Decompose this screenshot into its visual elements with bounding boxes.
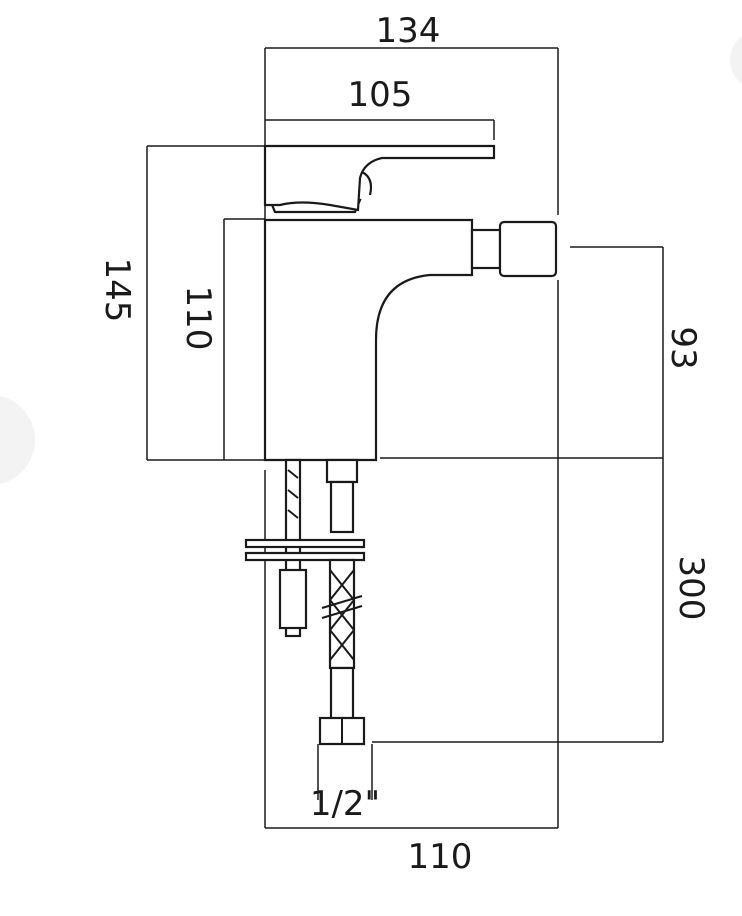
dimension-lever-width: 105 bbox=[265, 75, 495, 140]
dimension-spout-height: 93 bbox=[570, 246, 703, 458]
dimension-thread-size-label: 1/2" bbox=[310, 784, 380, 824]
dimension-spout-height-label: 93 bbox=[663, 326, 703, 369]
tap-body bbox=[263, 218, 474, 462]
mounting-washers bbox=[244, 538, 366, 562]
dimension-body-height-label: 110 bbox=[178, 286, 218, 351]
spout-aerator bbox=[470, 220, 558, 278]
fixing-nut bbox=[278, 568, 308, 630]
dimension-base-width: 110 bbox=[264, 280, 559, 877]
dimension-overall-width: 134 bbox=[264, 11, 559, 220]
dimension-total-height: 145 bbox=[97, 145, 265, 461]
dimension-overall-width-label: 134 bbox=[376, 11, 441, 51]
background-blob-left bbox=[0, 396, 35, 484]
background-blob-right bbox=[730, 36, 742, 84]
dimension-body-height: 110 bbox=[178, 218, 265, 460]
dimension-lever-width-label: 105 bbox=[348, 75, 413, 115]
dimension-thread-size: 1/2" bbox=[310, 744, 380, 824]
lever-handle bbox=[263, 144, 496, 214]
dimension-hose-length: 300 bbox=[372, 457, 711, 743]
flexible-hose bbox=[318, 458, 366, 746]
dimension-hose-length-label: 300 bbox=[671, 556, 711, 621]
dimension-base-width-label: 110 bbox=[408, 837, 473, 877]
dimension-total-height-label: 145 bbox=[97, 258, 137, 323]
